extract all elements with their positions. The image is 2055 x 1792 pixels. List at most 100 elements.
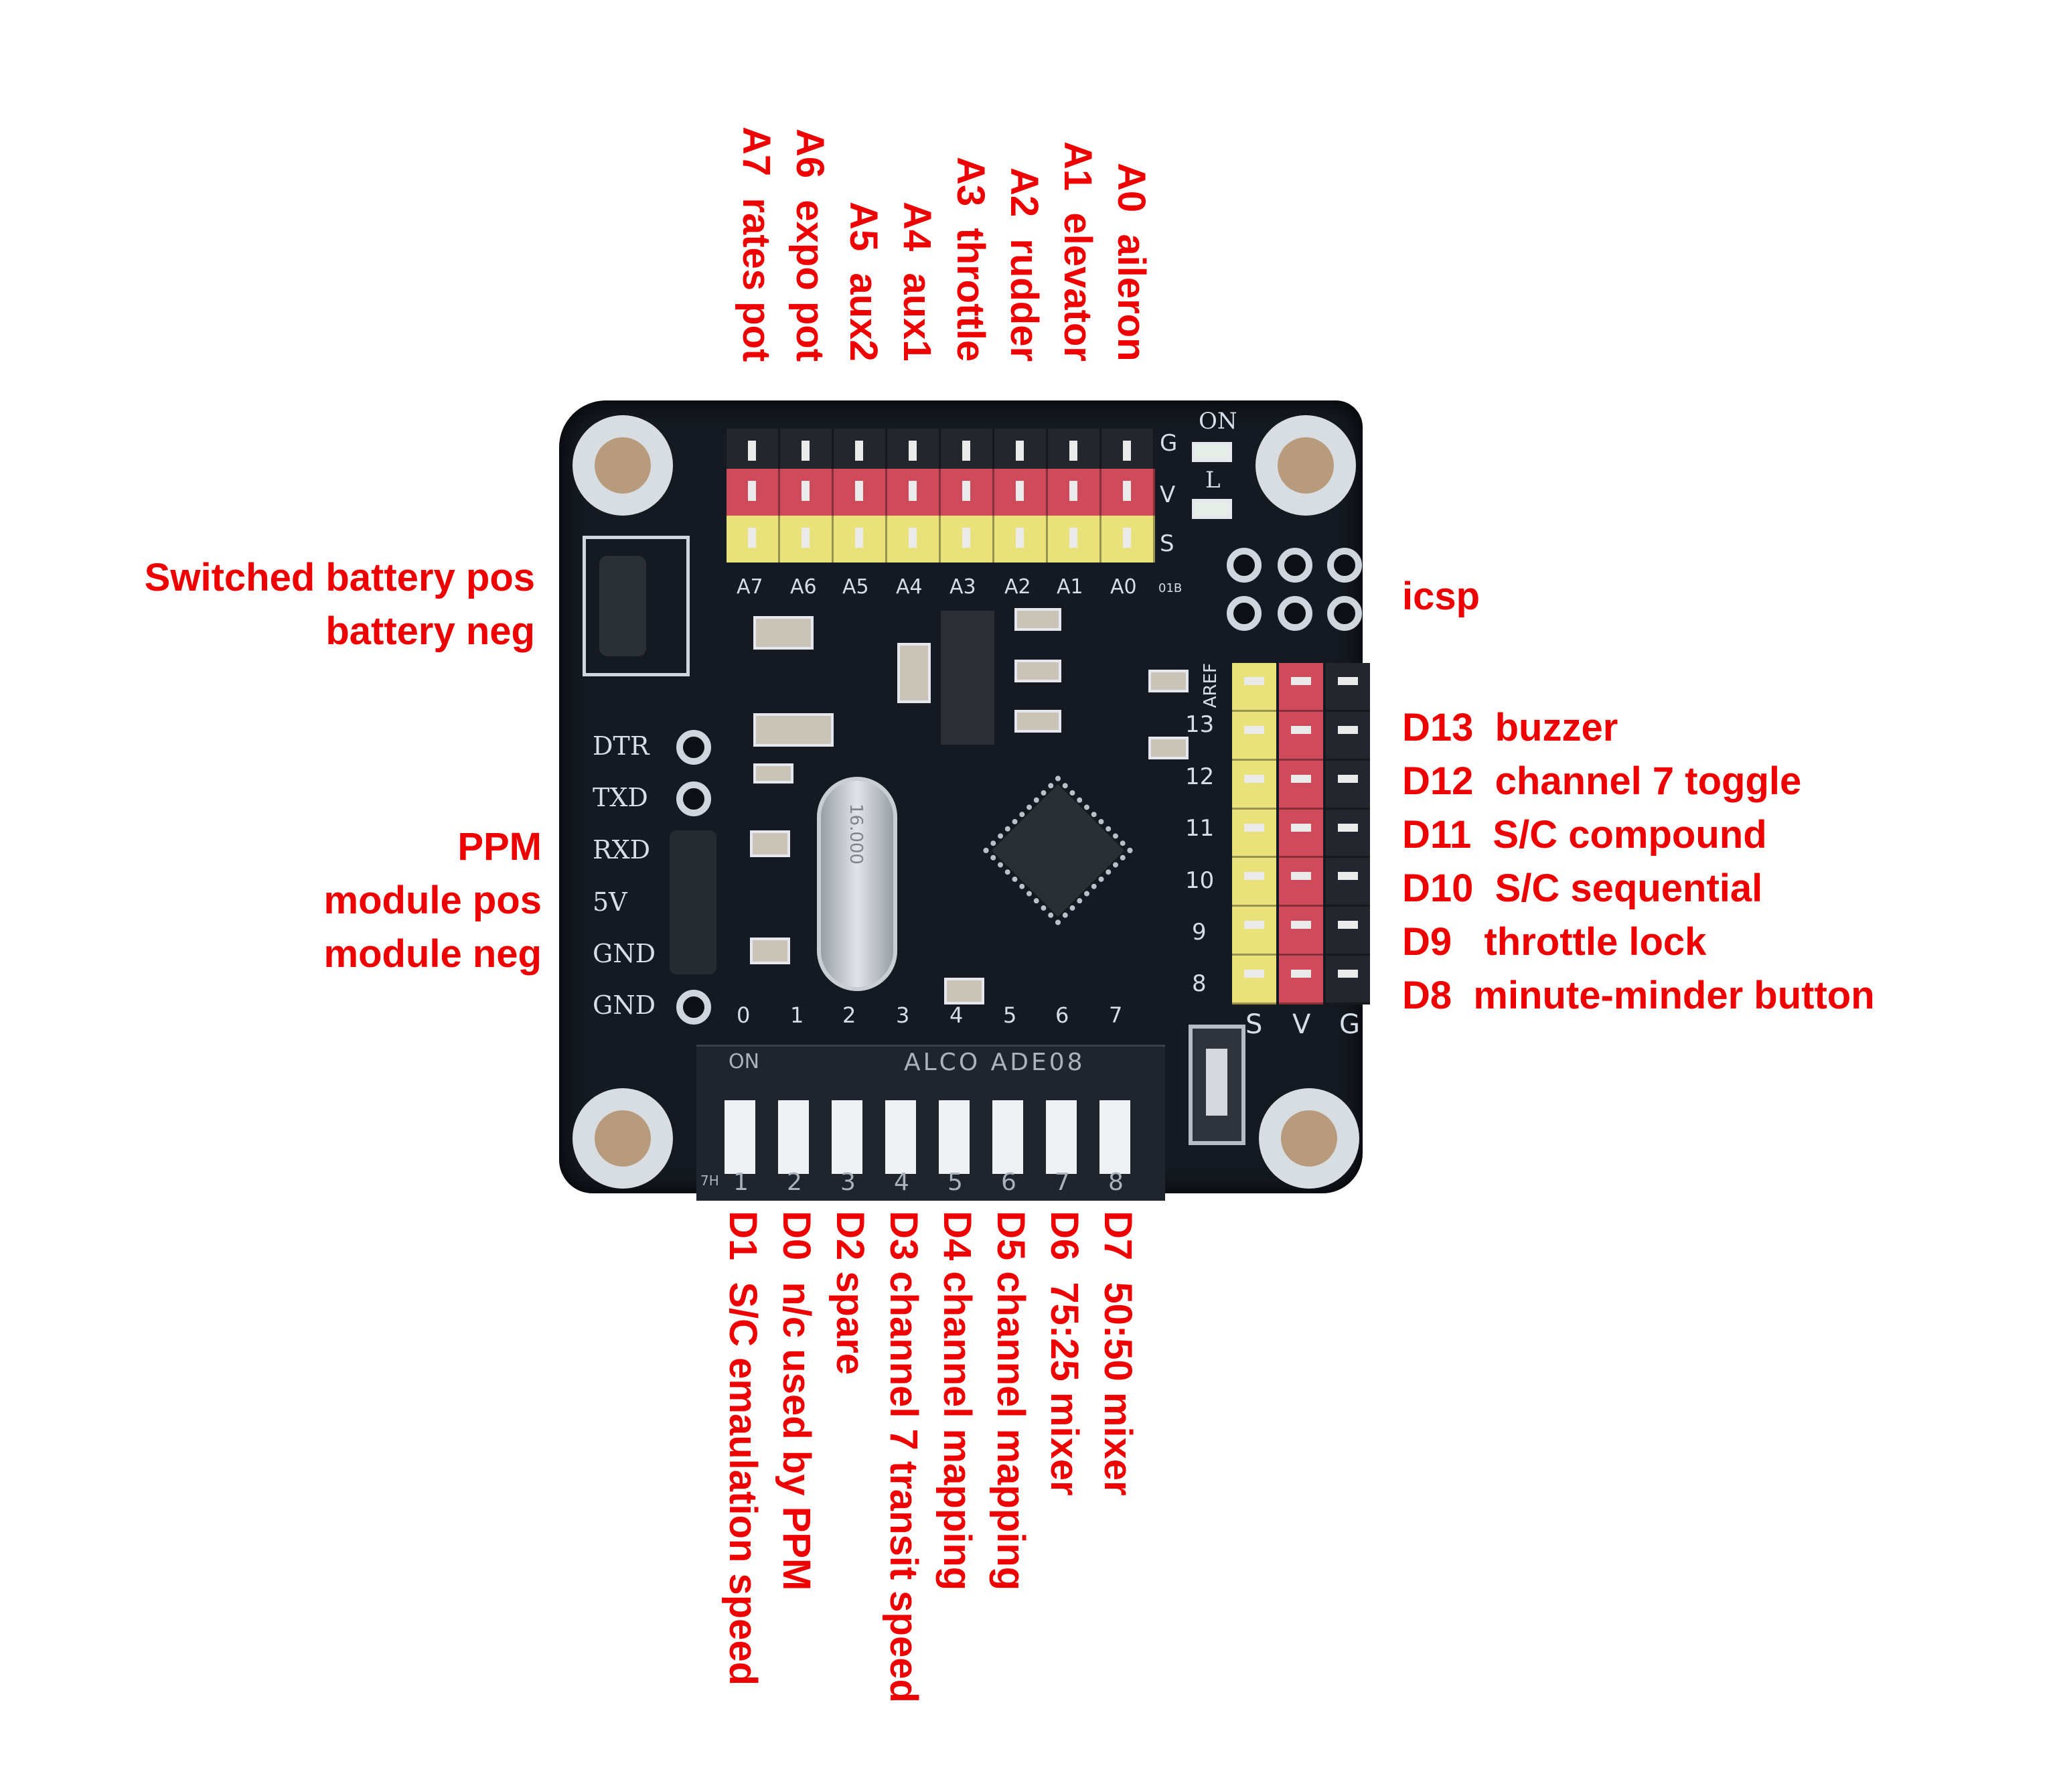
silk-on-led: ON [1199, 408, 1237, 435]
silk-13: 13 [1185, 711, 1215, 738]
digital-header-ground-col[interactable] [1326, 663, 1370, 1005]
dip-brand: ALCO ADE08 [904, 1049, 1085, 1076]
label-d2-spare: D2 spare [828, 1211, 872, 1375]
silk-a3: A3 [949, 575, 976, 599]
dip-num-2: 2 [787, 1169, 802, 1196]
icsp-pin-1[interactable] [1227, 548, 1262, 583]
icsp-pin-5[interactable] [1278, 596, 1312, 631]
silk-5v: 5V [593, 887, 627, 917]
capacitor [753, 713, 834, 747]
label-a3-throttle: A3 throttle [949, 156, 992, 362]
digital-header-signal-col[interactable] [1232, 663, 1276, 1005]
label-icsp: icsp [1402, 575, 1480, 618]
silk-rxd: RXD [593, 835, 651, 865]
dip-num-7: 7 [1055, 1169, 1070, 1196]
silk-gnd: GND [593, 939, 656, 968]
silk-a1: A1 [1057, 575, 1083, 599]
dip-switch-2[interactable] [778, 1100, 809, 1174]
smd-component [1148, 737, 1189, 759]
dip-switch-1[interactable] [725, 1100, 755, 1174]
silk-a5: A5 [842, 575, 869, 599]
silk-g-col: G [1339, 1009, 1360, 1040]
label-d4-channel-mapping: D4 channel mapping [935, 1211, 979, 1591]
dtr-pad[interactable] [676, 730, 711, 765]
analog-header-power-row[interactable] [727, 469, 1155, 516]
icsp-pin-4[interactable] [1227, 596, 1262, 631]
smd-component [944, 978, 984, 1004]
regulator-tab [897, 643, 931, 703]
silk-dip-2: 2 [842, 1002, 856, 1028]
dip-num-4: 4 [894, 1169, 909, 1196]
label-d10-sc-sequential: D10 S/C sequential [1402, 867, 1763, 910]
analog-header-signal-row[interactable] [727, 516, 1155, 563]
silk-dip-0: 0 [737, 1002, 751, 1028]
dip-on-label: ON [729, 1050, 760, 1073]
silk-dip-3: 3 [896, 1002, 910, 1028]
label-a1-elevator: A1 elevator [1056, 141, 1099, 362]
smd-component [750, 830, 790, 857]
voltage-regulator [941, 611, 994, 745]
label-d8-minute-minder: D8 minute-minder button [1402, 974, 1875, 1017]
silk-l-led: L [1205, 467, 1221, 494]
dip-switch-8[interactable] [1099, 1100, 1130, 1174]
dip-num-6: 6 [1001, 1169, 1016, 1196]
silk-dip-5: 5 [1003, 1002, 1017, 1028]
label-d12-channel7-toggle: D12 channel 7 toggle [1402, 759, 1802, 803]
silk-txd: TXD [593, 783, 648, 812]
label-a0-aileron: A0 aileron [1110, 163, 1153, 362]
silk-12: 12 [1185, 763, 1215, 790]
minute-minder-push-button[interactable] [1189, 1025, 1245, 1145]
silk-gnd-2: GND [593, 990, 656, 1020]
icsp-pin-2[interactable] [1278, 548, 1312, 583]
dip-num-1: 1 [733, 1169, 749, 1196]
label-d13-buzzer: D13 buzzer [1402, 706, 1618, 749]
silk-aref: AREF [1201, 663, 1221, 708]
silk-11: 11 [1185, 815, 1215, 842]
smd-component [1014, 608, 1061, 631]
dip-switch-3[interactable] [832, 1100, 862, 1174]
label-a7-rates-pot: A7 rates pot [735, 126, 778, 362]
crystal-oscillator [817, 777, 897, 991]
l-led [1192, 499, 1232, 519]
label-battery-neg: battery neg [325, 609, 535, 653]
analog-header-ground-row[interactable] [727, 429, 1155, 475]
txd-pad[interactable] [676, 781, 711, 816]
silk-a4: A4 [896, 575, 923, 599]
label-a5-aux2: A5 aux2 [842, 202, 885, 362]
gnd-pad[interactable] [676, 990, 711, 1025]
label-d6-75-25-mixer: D6 75:25 mixer [1043, 1211, 1086, 1496]
ppm-module-header[interactable] [670, 830, 716, 974]
smd-component [750, 938, 790, 964]
dip-switch-7[interactable] [1046, 1100, 1077, 1174]
mounting-hole-bottom-left [573, 1088, 673, 1189]
capacitor [753, 616, 814, 650]
silk-v-col: V [1292, 1009, 1311, 1040]
dip-switch-5[interactable] [939, 1100, 970, 1174]
silk-10: 10 [1185, 867, 1215, 894]
battery-connector-header[interactable] [599, 556, 646, 656]
dip-corner-mark: 7H [700, 1173, 719, 1189]
dip-switch-6[interactable] [992, 1100, 1023, 1174]
silk-s-col: S [1245, 1009, 1263, 1040]
dip-num-5: 5 [947, 1169, 963, 1196]
dip-num-8: 8 [1108, 1169, 1124, 1196]
digital-header-power-col[interactable] [1279, 663, 1323, 1005]
silk-9: 9 [1192, 919, 1207, 946]
label-d5-channel-mapping: D5 channel mapping [989, 1211, 1033, 1591]
label-a4-aux1: A4 aux1 [895, 202, 939, 362]
silk-smd-marking: 01B [1158, 581, 1183, 595]
silk-dip-1: 1 [790, 1002, 804, 1028]
smd-component [753, 763, 793, 783]
mounting-hole-top-right [1255, 415, 1356, 516]
crystal-marking: 16.000 [846, 804, 866, 865]
silk-dip-4: 4 [949, 1002, 964, 1028]
silk-8: 8 [1192, 970, 1207, 997]
label-switched-battery-pos: Switched battery pos [144, 556, 535, 599]
silk-g-row: G [1160, 430, 1178, 457]
label-d9-throttle-lock: D9 throttle lock [1402, 920, 1707, 964]
silk-dip-7: 7 [1109, 1002, 1123, 1028]
silk-dtr: DTR [593, 731, 650, 761]
icsp-pin-6[interactable] [1327, 596, 1362, 631]
icsp-pin-3[interactable] [1327, 548, 1362, 583]
dip-switch-4[interactable] [885, 1100, 916, 1174]
